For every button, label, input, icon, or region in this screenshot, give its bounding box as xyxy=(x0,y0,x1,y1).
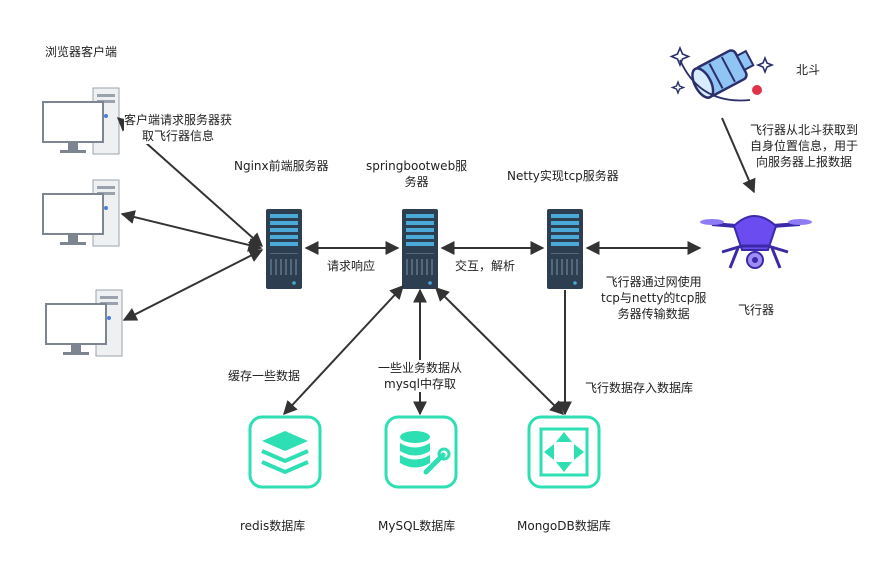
beidou-label: 北斗 xyxy=(796,63,821,77)
desktop-computer-icon xyxy=(45,289,123,357)
redis-icon xyxy=(248,415,322,489)
netty-label: Netty实现tcp服务器 xyxy=(507,169,619,183)
mysql-note-label: 一些业务数据从 mysql中存取 xyxy=(378,360,463,392)
drone-icon xyxy=(700,215,812,269)
tcp-note-label: 飞行器通过网使用 tcp与netty的tcp服 务器传输数据 xyxy=(601,274,706,322)
satellite-icon xyxy=(669,45,775,102)
client-request-label-line1: 客户端请求服务器获 xyxy=(124,113,233,127)
tcp-note-line1: 飞行器通过网使用 xyxy=(605,275,702,289)
beidou-note-line2: 自身位置信息，用于 xyxy=(750,139,859,153)
mysql-note-line2: mysql中存取 xyxy=(384,377,456,391)
beidou-note-line3: 向服务器上报数据 xyxy=(756,155,853,169)
request-response-label: 请求响应 xyxy=(327,259,376,273)
redis-db-label: redis数据库 xyxy=(240,519,306,533)
server-icon xyxy=(547,209,583,289)
mongodb-icon xyxy=(527,415,601,489)
client-request-label: 客户端请求服务器获 取飞行器信息 xyxy=(124,112,233,144)
springboot-label: springbootweb服 务器 xyxy=(366,158,467,190)
mysql-db-label: MySQL数据库 xyxy=(378,519,456,533)
arrow-client2-nginx xyxy=(120,210,263,252)
aircraft-label: 飞行器 xyxy=(738,303,775,317)
cache-data-label: 缓存一些数据 xyxy=(228,369,301,383)
arrow-client3-nginx xyxy=(122,249,264,321)
arrow-springboot-redis xyxy=(283,284,404,416)
springboot-label-line2: 务器 xyxy=(404,175,429,189)
desktop-computer-icon xyxy=(42,87,120,155)
server-icon xyxy=(266,209,302,289)
client-request-label-line2: 取飞行器信息 xyxy=(142,129,215,143)
browser-client-label: 浏览器客户端 xyxy=(45,45,118,59)
tcp-note-line2: tcp与netty的tcp服 xyxy=(601,291,707,305)
desktop-computer-icon xyxy=(42,179,120,247)
beidou-note-label: 飞行器从北斗获取到 自身位置信息，用于 向服务器上报数据 xyxy=(750,122,858,170)
mongodb-db-label: MongoDB数据库 xyxy=(517,519,611,533)
springboot-label-line1: springbootweb服 xyxy=(366,159,468,173)
nginx-label: Nginx前端服务器 xyxy=(234,159,329,173)
tcp-note-line3: 务器传输数据 xyxy=(617,307,690,321)
flight-data-store-label: 飞行数据存入数据库 xyxy=(585,380,694,396)
arrow-springboot-mongodb xyxy=(435,287,564,415)
beidou-note-line1: 飞行器从北斗获取到 xyxy=(750,123,859,137)
mysql-icon xyxy=(384,415,458,489)
server-icon xyxy=(402,209,438,289)
arrow-satellite-drone xyxy=(721,117,756,194)
interact-parse-label: 交互，解析 xyxy=(455,259,516,273)
mysql-note-line1: 一些业务数据从 xyxy=(378,361,463,375)
